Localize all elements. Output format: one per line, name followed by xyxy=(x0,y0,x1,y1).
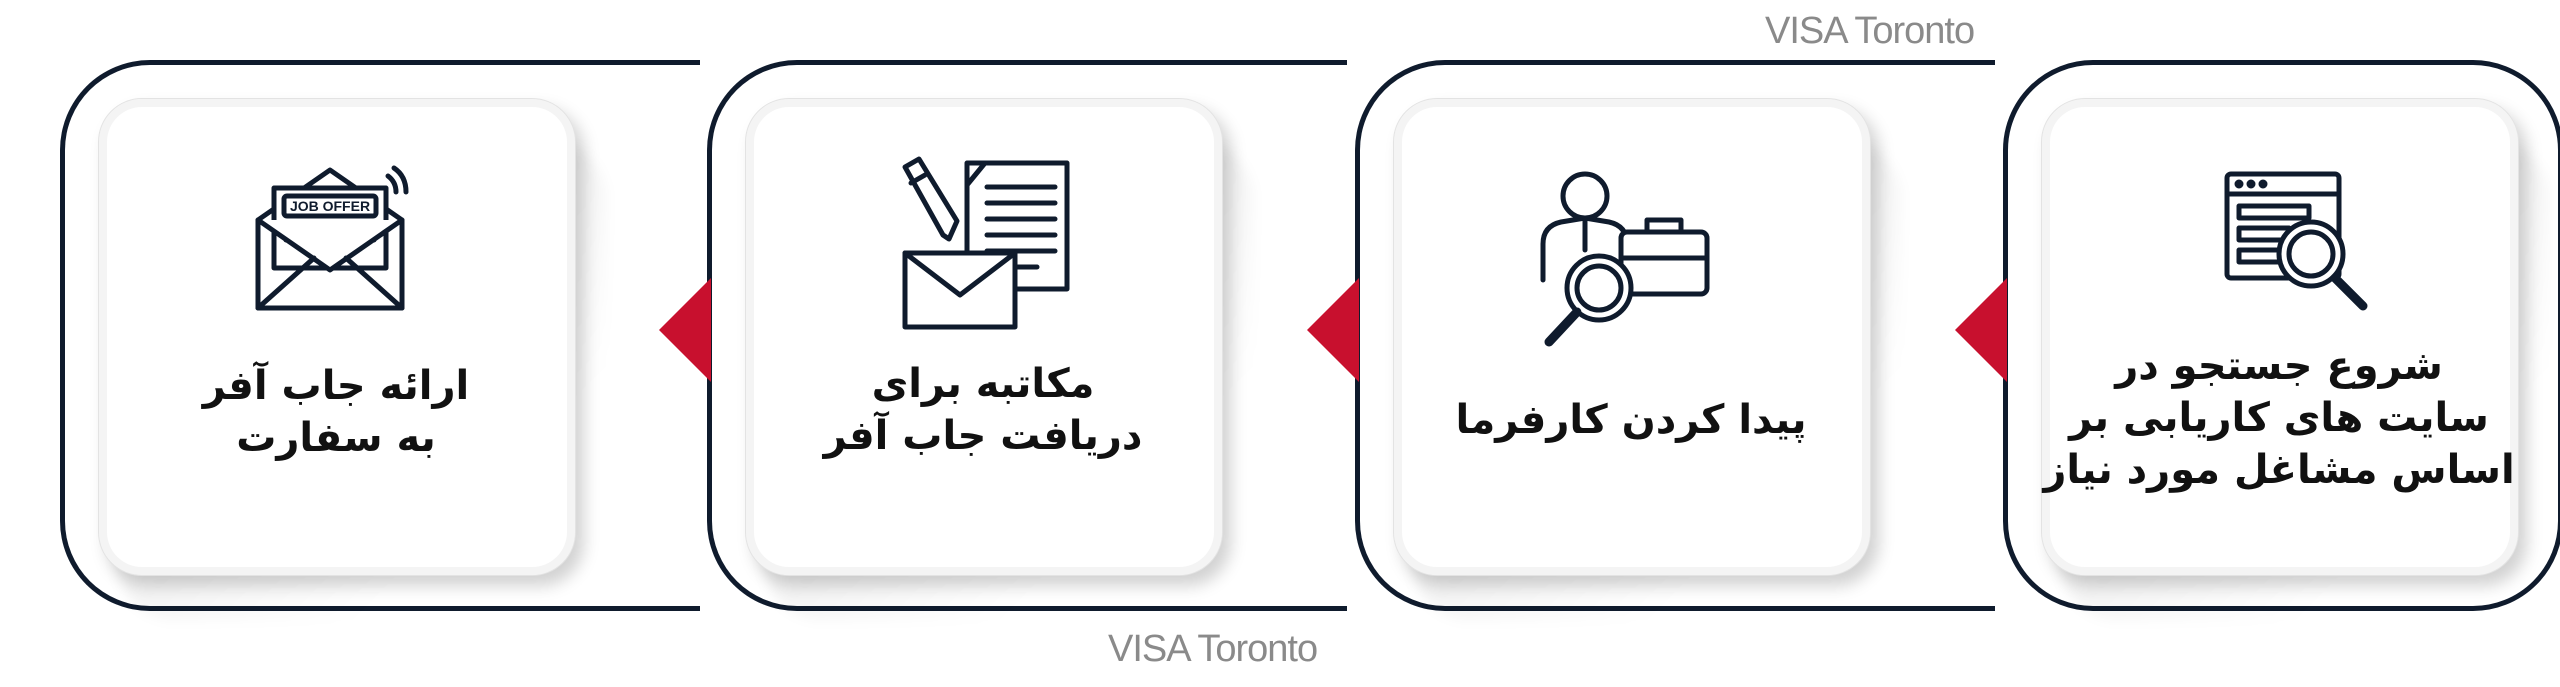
step-1: شروع جستجو در سایت های کاریابی بر اساس م… xyxy=(1955,60,2560,620)
step-label: پیدا کردن کارفرما xyxy=(1393,394,1869,446)
step-label-line: شروع جستجو در xyxy=(2115,343,2443,389)
step-label-line: مکاتبه برای xyxy=(871,361,1095,407)
step-label: شروع جستجو در سایت های کاریابی بر اساس م… xyxy=(2041,340,2517,496)
step-label-line: پیدا کردن کارفرما xyxy=(1455,397,1807,443)
step-label-line: اساس مشاغل مورد نیاز xyxy=(2043,447,2515,493)
step-label-line: به سفارت xyxy=(236,415,436,461)
step-label: ارائه جاب آفر به سفارت xyxy=(98,360,574,464)
flow-arrow xyxy=(659,278,711,382)
watermark: VISA Toronto xyxy=(1108,628,1318,670)
job-offer-envelope-icon: JOB OFFER xyxy=(255,165,409,311)
step-label-line: ارائه جاب آفر xyxy=(202,363,470,409)
step-2: پیدا کردن کارفرما xyxy=(1307,60,2000,620)
step-label: مکاتبه برای دریافت جاب آفر xyxy=(745,358,1221,462)
correspondence-icon xyxy=(902,156,1070,330)
step-4: JOB OFFER ارائه جاب آفر به سفارت xyxy=(60,60,705,620)
step-card xyxy=(1393,98,1871,576)
flow-arrow xyxy=(1307,278,1359,382)
step-label-line: دریافت جاب آفر xyxy=(823,413,1143,459)
website-search-icon xyxy=(2224,171,2368,311)
step-frame xyxy=(60,60,700,611)
step-3: مکاتبه برای دریافت جاب آفر xyxy=(659,60,1352,620)
flow-arrow xyxy=(1955,278,2007,382)
watermark: VISA Toronto xyxy=(1765,10,1975,52)
find-employer-icon xyxy=(1540,171,1710,347)
step-label-line: سایت های کاریابی بر xyxy=(2069,395,2489,441)
job-offer-icon-text: JOB OFFER xyxy=(290,198,370,214)
